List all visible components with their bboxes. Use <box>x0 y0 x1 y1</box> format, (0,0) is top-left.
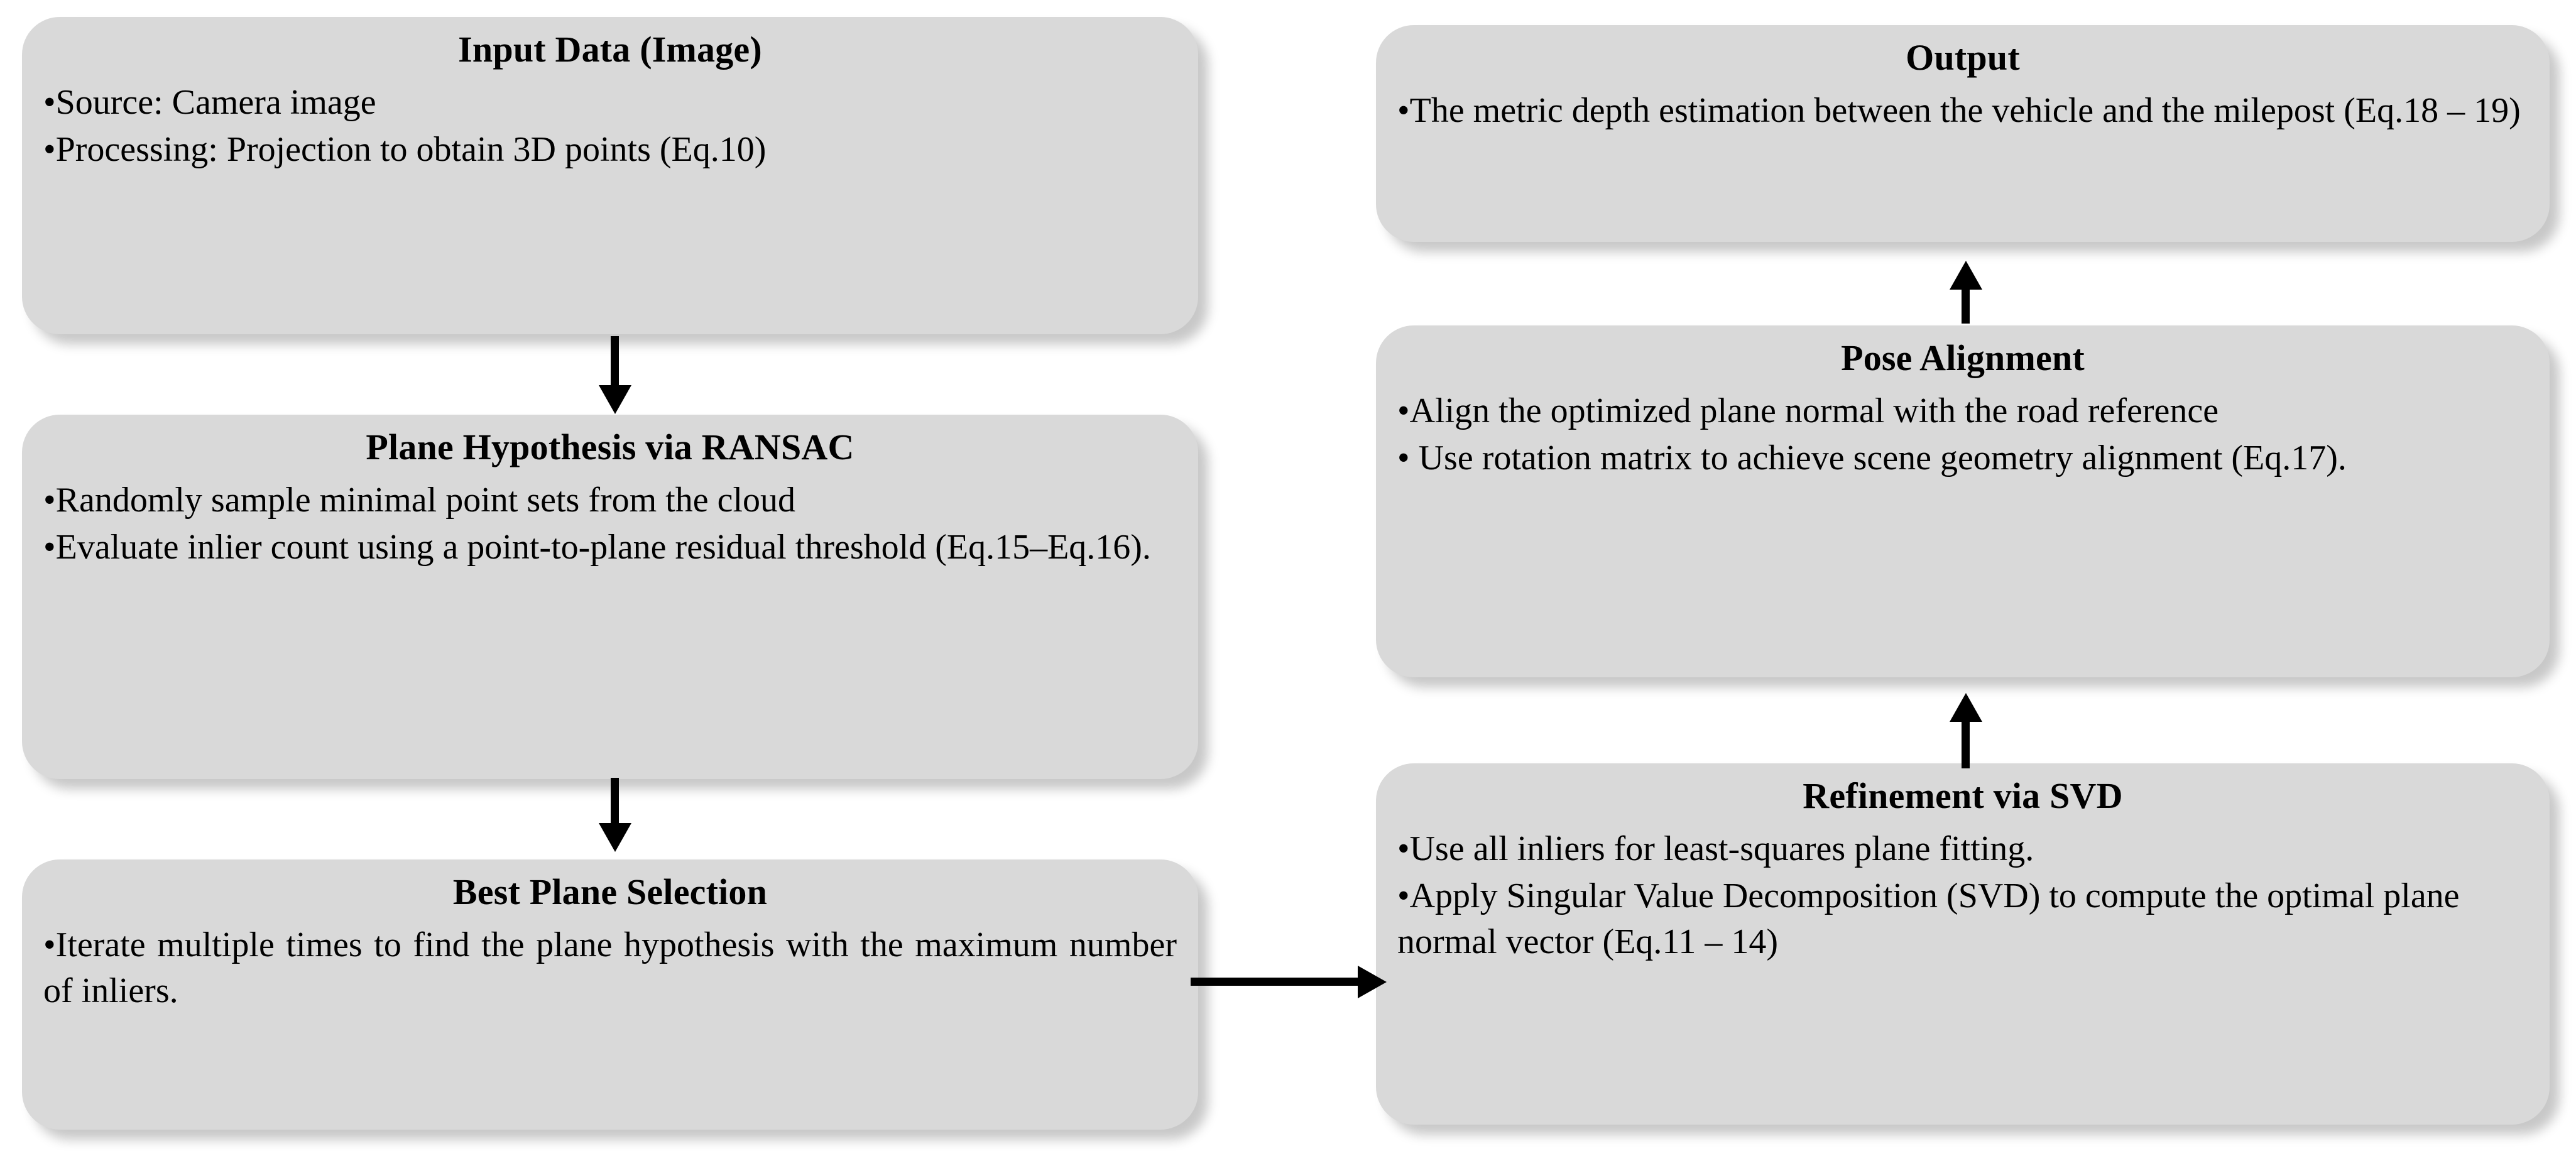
node-pose-alignment[interactable]: Pose Alignment •Align the optimized plan… <box>1376 325 2550 677</box>
arrow-head <box>1358 966 1387 998</box>
node-output-title: Output <box>1906 37 2020 78</box>
node-output-bullets: •The metric depth estimation between the… <box>1397 88 2528 134</box>
node-plane-hypothesis[interactable]: Plane Hypothesis via RANSAC •Randomly sa… <box>22 415 1198 779</box>
arrow-head <box>1950 693 1982 722</box>
node-output[interactable]: Output •The metric depth estimation betw… <box>1376 25 2550 242</box>
bullet-item: •Randomly sample minimal point sets from… <box>43 481 795 520</box>
node-pose-alignment-title: Pose Alignment <box>1841 337 2085 378</box>
arrow-shaft <box>611 336 619 386</box>
node-pose-alignment-bullets: •Align the optimized plane normal with t… <box>1397 388 2528 481</box>
node-input-data-title: Input Data (Image) <box>458 29 762 70</box>
node-plane-hypothesis-title: Plane Hypothesis via RANSAC <box>366 427 854 467</box>
arrow-shaft <box>1191 978 1360 986</box>
node-best-plane-title: Best Plane Selection <box>452 871 768 912</box>
arrow-head <box>599 823 631 852</box>
node-input-data-bullets: •Source: Camera image •Processing: Proje… <box>43 80 1177 173</box>
bullet-item: •Processing: Projection to obtain 3D poi… <box>43 130 767 170</box>
node-input-data[interactable]: Input Data (Image) •Source: Camera image… <box>22 17 1198 334</box>
node-refinement[interactable]: Refinement via SVD •Use all inliers for … <box>1376 763 2550 1125</box>
bullet-item: •Evaluate inlier count using a point-to-… <box>43 528 1151 567</box>
arrow-shaft <box>1962 286 1970 324</box>
bullet-item: •Apply Singular Value Decomposition (SVD… <box>1397 876 2460 962</box>
node-best-plane-bullets: •Iterate multiple times to find the plan… <box>43 922 1177 1014</box>
bullet-item: •Align the optimized plane normal with t… <box>1397 391 2219 431</box>
arrow-head <box>599 385 631 414</box>
bullet-item: •Iterate multiple times to find the plan… <box>43 925 1177 1011</box>
node-plane-hypothesis-bullets: •Randomly sample minimal point sets from… <box>43 477 1177 570</box>
arrow-shaft <box>611 778 619 824</box>
node-best-plane[interactable]: Best Plane Selection •Iterate multiple t… <box>22 859 1198 1130</box>
arrow-head <box>1950 261 1982 290</box>
node-refinement-bullets: •Use all inliers for least-squares plane… <box>1397 826 2528 964</box>
bullet-item: • Use rotation matrix to achieve scene g… <box>1397 439 2347 478</box>
bullet-item: •Source: Camera image <box>43 83 376 123</box>
bullet-item: •Use all inliers for least-squares plane… <box>1397 829 2034 869</box>
bullet-item: •The metric depth estimation between the… <box>1397 91 2521 131</box>
arrow-shaft <box>1962 718 1970 768</box>
node-refinement-title: Refinement via SVD <box>1803 775 2123 816</box>
